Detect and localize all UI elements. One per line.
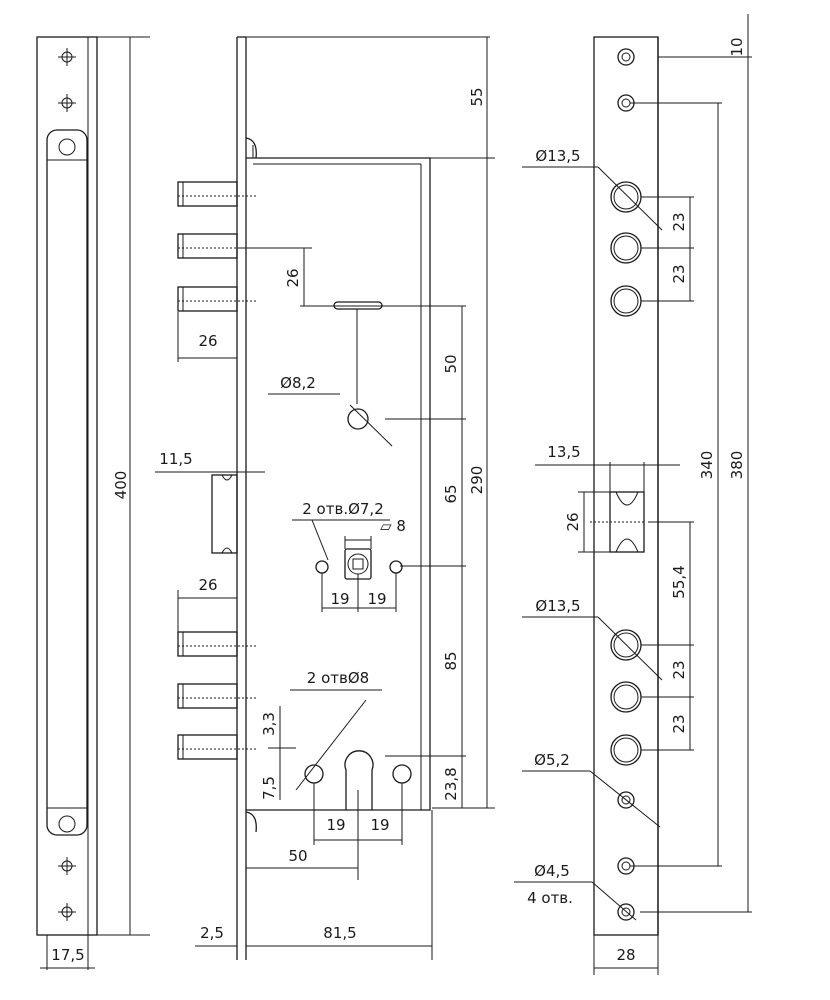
dim-latch-11-5: 11,5 xyxy=(159,450,192,468)
dim-13-5-width: 13,5 xyxy=(547,443,580,461)
screw-hole-marks xyxy=(58,48,76,921)
dim-2-holes-7-2: 2 отв.Ø7,2 xyxy=(302,500,384,518)
deadbolts-top xyxy=(177,181,258,312)
strike-bolt-holes xyxy=(610,181,642,766)
lock-case-outline xyxy=(246,157,431,811)
dim-23-8: 23,8 xyxy=(442,767,460,800)
dim-top-10: 10 xyxy=(728,37,746,56)
dim-19-c: 19 xyxy=(326,816,345,834)
dim-290: 290 xyxy=(468,466,486,495)
dim-19-b: 19 xyxy=(367,590,386,608)
dim-23-d: 23 xyxy=(670,714,688,733)
latch-bolt xyxy=(211,474,238,554)
faceplate-outline xyxy=(36,36,98,936)
strike-plate-view: 10 340 380 Ø13,5 23 23 13,5 26 55,4 xyxy=(514,14,752,975)
dim-3-3: 3,3 xyxy=(260,712,278,736)
dim-bolt-throw-bottom: 26 xyxy=(198,576,217,594)
dim-19-a: 19 xyxy=(330,590,349,608)
dim-400: 400 xyxy=(112,471,130,500)
dim-4-holes: 4 отв. xyxy=(527,889,573,907)
dim-55-4: 55,4 xyxy=(670,565,688,598)
dim-55: 55 xyxy=(468,87,486,106)
upper-keyway xyxy=(333,301,393,447)
dim-2-5: 2,5 xyxy=(200,924,224,942)
dim-2-holes-8: 2 отвØ8 xyxy=(307,669,369,687)
lock-body-view: 26 11,5 26 26 Ø8,2 xyxy=(155,36,495,960)
dim-backset-50: 50 xyxy=(288,847,307,865)
dim-slot-26: 26 xyxy=(564,512,582,531)
dim-340: 340 xyxy=(698,451,716,480)
dim-23-a: 23 xyxy=(670,212,688,231)
dim-dia-5-2: Ø5,2 xyxy=(534,751,570,769)
strike-latch-slot xyxy=(590,491,645,553)
dim-28: 28 xyxy=(616,946,635,964)
dim-81-5: 81,5 xyxy=(323,924,356,942)
dim-square-8: ▱ 8 xyxy=(380,517,406,535)
strike-screw-holes xyxy=(617,48,635,921)
dim-50: 50 xyxy=(442,354,460,373)
handle-spindle-holes xyxy=(315,548,403,580)
dim-bolt-throw-top: 26 xyxy=(198,332,217,350)
dim-26-spindle: 26 xyxy=(284,268,302,287)
faceplate-side-view: 400 17,5 xyxy=(36,36,150,970)
dim-19-d: 19 xyxy=(370,816,389,834)
faceplate-slot xyxy=(46,129,88,836)
dim-65: 65 xyxy=(442,484,460,503)
deadbolts-bottom xyxy=(177,631,258,760)
dim-dia-8-2: Ø8,2 xyxy=(280,374,316,392)
dim-17-5: 17,5 xyxy=(51,946,84,964)
dim-23-c: 23 xyxy=(670,660,688,679)
dim-dia-4-5: Ø4,5 xyxy=(534,862,570,880)
dim-23-b: 23 xyxy=(670,264,688,283)
dim-85: 85 xyxy=(442,651,460,670)
dim-380: 380 xyxy=(728,451,746,480)
dim-dia-13-5-bottom: Ø13,5 xyxy=(535,597,580,615)
dim-7-5: 7,5 xyxy=(260,776,278,800)
dim-dia-13-5-top: Ø13,5 xyxy=(535,147,580,165)
